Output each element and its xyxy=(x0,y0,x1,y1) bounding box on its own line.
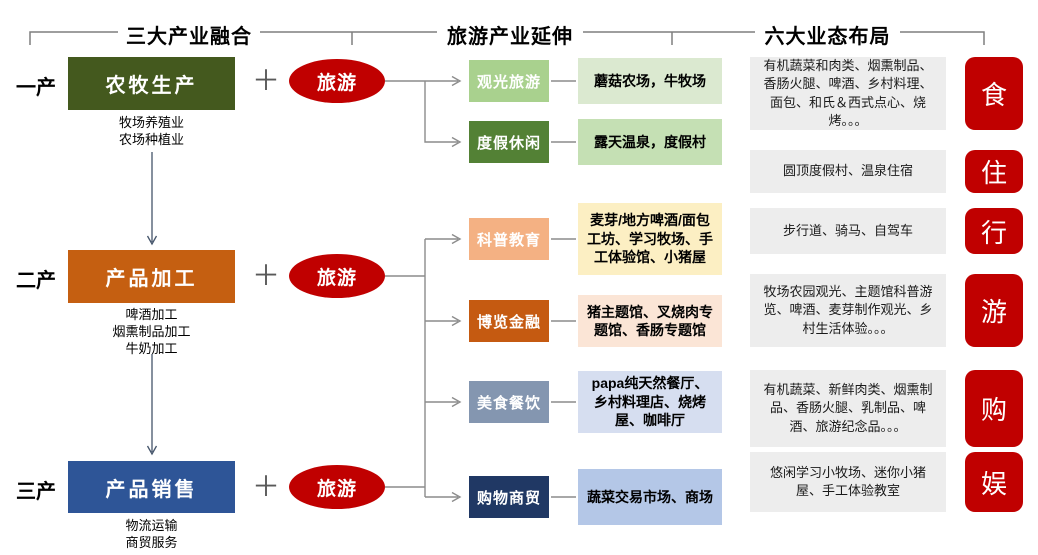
industry-box-agriculture: 农牧生产 xyxy=(68,57,235,110)
layout-box-travel: 步行道、骑马、自驾车 xyxy=(750,208,946,254)
plus-sign: ＋ xyxy=(251,260,280,291)
sub-item: 物流运输 xyxy=(125,518,178,533)
tier-label-tertiary: 三产 xyxy=(16,481,56,503)
layout-box-entertainment: 悠闲学习小牧场、迷你小猪屋、手工体验教室 xyxy=(750,452,946,512)
tier-label-primary: 一产 xyxy=(16,77,56,99)
industry-sublist-processing: 啤酒加工 烟熏制品加工 牛奶加工 xyxy=(68,306,235,357)
badge-entertainment: 娱 xyxy=(965,452,1023,512)
industry-flow-arrows xyxy=(146,152,158,456)
industry-box-processing: 产品加工 xyxy=(68,250,235,303)
badge-travel: 行 xyxy=(965,208,1023,254)
industry-sublist-agriculture: 牧场养殖业 农场种植业 xyxy=(68,114,235,148)
badge-food: 食 xyxy=(965,57,1023,130)
tier-label-secondary: 二产 xyxy=(16,270,56,292)
tourism-ellipse: 旅游 xyxy=(289,59,385,103)
header-bracket-lines xyxy=(29,31,985,45)
industry-sublist-sales: 物流运输 商贸服务 xyxy=(68,517,235,551)
sub-item: 商贸服务 xyxy=(125,535,178,550)
section-title-six-businesses: 六大业态布局 xyxy=(755,20,900,49)
sub-item: 啤酒加工 xyxy=(125,307,178,322)
category-box-science-education: 科普教育 xyxy=(469,218,549,260)
example-box-food-dining: papa纯天然餐厅、乡村料理店、烧烤屋、咖啡厅 xyxy=(578,371,722,433)
sub-item: 烟熏制品加工 xyxy=(112,324,191,339)
sub-item: 农场种植业 xyxy=(118,132,184,147)
category-box-expo-finance: 博览金融 xyxy=(469,300,549,342)
badge-stay: 住 xyxy=(965,150,1023,193)
layout-box-food: 有机蔬菜和肉类、烟熏制品、香肠火腿、啤酒、乡村料理、面包、和氏＆西式点心、烧烤。… xyxy=(750,57,946,130)
badge-shopping: 购 xyxy=(965,370,1023,447)
sub-item: 牛奶加工 xyxy=(125,341,178,356)
tourism-branch-lines xyxy=(385,75,576,503)
example-box-sightseeing: 蘑菇农场，牛牧场 xyxy=(578,58,722,104)
category-box-vacation: 度假休闲 xyxy=(469,121,549,163)
category-box-shopping-trade: 购物商贸 xyxy=(469,476,549,518)
plus-sign: ＋ xyxy=(251,65,280,96)
layout-box-shopping: 有机蔬菜、新鲜肉类、烟熏制品、香肠火腿、乳制品、啤酒、旅游纪念品。。。 xyxy=(750,370,946,447)
layout-box-tour: 牧场农园观光、主题馆科普游览、啤酒、麦芽制作观光、乡村生活体验。。。 xyxy=(750,274,946,347)
sub-item: 牧场养殖业 xyxy=(118,115,184,130)
industry-box-sales: 产品销售 xyxy=(68,461,235,513)
category-box-food-dining: 美食餐饮 xyxy=(469,381,549,423)
plus-sign: ＋ xyxy=(251,471,280,502)
section-title-tourism-extension: 旅游产业延伸 xyxy=(437,20,583,49)
example-box-vacation: 露天温泉，度假村 xyxy=(578,119,722,165)
section-title-three-industries: 三大产业融合 xyxy=(118,20,260,49)
tourism-ellipse: 旅游 xyxy=(289,254,385,298)
category-box-sightseeing: 观光旅游 xyxy=(469,60,549,102)
example-box-shopping-trade: 蔬菜交易市场、商场 xyxy=(578,469,722,525)
example-box-science-education: 麦芽/地方啤酒/面包工坊、学习牧场、手工体验馆、小猪屋 xyxy=(578,203,722,275)
layout-box-stay: 圆顶度假村、温泉住宿 xyxy=(750,150,946,193)
badge-tour: 游 xyxy=(965,274,1023,347)
example-box-expo-finance: 猪主题馆、叉烧肉专题馆、香肠专题馆 xyxy=(578,295,722,347)
tourism-ellipse: 旅游 xyxy=(289,465,385,509)
